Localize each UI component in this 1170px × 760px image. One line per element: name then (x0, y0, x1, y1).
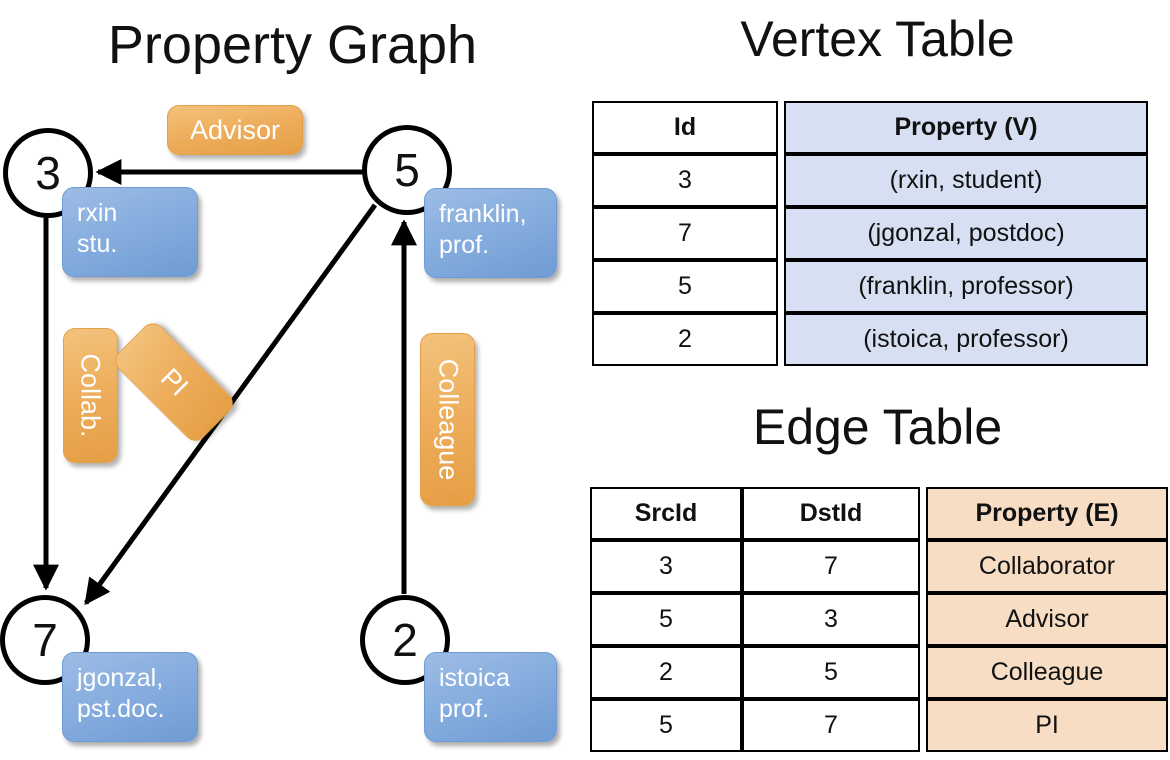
edge-property-cell: Colleague (926, 646, 1168, 699)
vertex-property-line-1: istoica (439, 664, 510, 692)
edge-srcid-cell: 2 (590, 646, 742, 699)
edge-label-colleague-text: Colleague (433, 358, 463, 481)
vertex-property-line-1: rxin (77, 199, 118, 227)
table-row[interactable]: 7 (jgonzal, postdoc) (592, 207, 1148, 260)
edge-label-advisor: Advisor (167, 105, 303, 155)
table-row[interactable]: 5 (franklin, professor) (592, 260, 1148, 313)
edge-table: SrcId DstId Property (E) 3 7 Collaborato… (590, 487, 1168, 752)
column-gap (920, 699, 926, 752)
table-row[interactable]: 2 5 Colleague (590, 646, 1168, 699)
table-row[interactable]: 5 7 PI (590, 699, 1168, 752)
vertex-id-cell: 2 (592, 313, 778, 366)
property-graph-title: Property Graph (107, 15, 478, 75)
column-gap (778, 260, 784, 313)
edge-property-cell: Advisor (926, 593, 1168, 646)
vertex-property-box-rxin: rxin stu. (62, 187, 198, 277)
column-gap (778, 207, 784, 260)
graph-node-2[interactable]: 2 (360, 595, 450, 685)
edge-table-header-property: Property (E) (926, 487, 1168, 540)
property-graph-diagram: 3 5 7 2 rxin stu. franklin, prof. jgonza… (0, 105, 557, 742)
vertex-property-line-2: pst.doc. (77, 694, 165, 723)
edge-label-collab-text: Collab. (76, 353, 107, 438)
vertex-property-cell: (franklin, professor) (784, 260, 1148, 313)
vertex-id-cell: 3 (592, 154, 778, 207)
edge-dstid-cell: 3 (742, 593, 920, 646)
edge-srcid-cell: 3 (590, 540, 742, 593)
table-row[interactable]: 2 (istoica, professor) (592, 313, 1148, 366)
column-gap (920, 593, 926, 646)
vertex-property-box-franklin: franklin, prof. (424, 188, 557, 278)
vertex-property-box-jgonzal: jgonzal, pst.doc. (62, 652, 198, 742)
edge-table-header-dstid: DstId (742, 487, 920, 540)
edge-dstid-cell: 5 (742, 646, 920, 699)
table-row[interactable]: 3 7 Collaborator (590, 540, 1168, 593)
edge-label-advisor-text: Advisor (189, 114, 281, 145)
vertex-property-cell: (rxin, student) (784, 154, 1148, 207)
vertex-property-line-2: prof. (439, 230, 490, 259)
edge-property-cell: PI (926, 699, 1168, 752)
vertex-table-title: Vertex Table (740, 11, 1015, 67)
edge-table-header-srcid: SrcId (590, 487, 742, 540)
edge-property-cell: Collaborator (926, 540, 1168, 593)
vertex-id-cell: 5 (592, 260, 778, 313)
graph-node-2-label: 2 (392, 614, 418, 666)
vertex-property-box-istoica: istoica prof. (424, 652, 557, 742)
table-header-row: SrcId DstId Property (E) (590, 487, 1168, 540)
graph-node-5-label: 5 (394, 144, 420, 196)
vertex-property-line-2: stu. (77, 229, 118, 258)
table-row[interactable]: 3 (rxin, student) (592, 154, 1148, 207)
edge-table-title: Edge Table (752, 399, 1003, 455)
vertex-property-line-1: franklin, (439, 200, 527, 228)
vertex-table-header-property: Property (V) (784, 101, 1148, 154)
vertex-property-cell: (istoica, professor) (784, 313, 1148, 366)
column-gap (778, 101, 784, 154)
vertex-table: Id Property (V) 3 (rxin, student) 7 (jgo… (592, 101, 1148, 366)
column-gap (920, 540, 926, 593)
graph-node-5[interactable]: 5 (362, 125, 452, 215)
edge-label-collab: Collab. (63, 328, 118, 463)
vertex-id-cell: 7 (592, 207, 778, 260)
edge-dstid-cell: 7 (742, 540, 920, 593)
graph-node-7-label: 7 (32, 614, 58, 666)
edge-label-colleague: Colleague (420, 333, 475, 506)
vertex-table-header-id: Id (592, 101, 778, 154)
vertex-property-line-1: jgonzal, (77, 664, 164, 692)
column-gap (920, 646, 926, 699)
table-header-row: Id Property (V) (592, 101, 1148, 154)
column-gap (778, 313, 784, 366)
column-gap (920, 487, 926, 540)
table-row[interactable]: 5 3 Advisor (590, 593, 1168, 646)
graph-node-3-label: 3 (35, 147, 61, 199)
edge-dstid-cell: 7 (742, 699, 920, 752)
vertex-property-line-2: prof. (439, 694, 490, 723)
edge-label-pi-text: PI (154, 362, 194, 402)
vertex-property-cell: (jgonzal, postdoc) (784, 207, 1148, 260)
edge-srcid-cell: 5 (590, 593, 742, 646)
column-gap (778, 154, 784, 207)
edge-srcid-cell: 5 (590, 699, 742, 752)
